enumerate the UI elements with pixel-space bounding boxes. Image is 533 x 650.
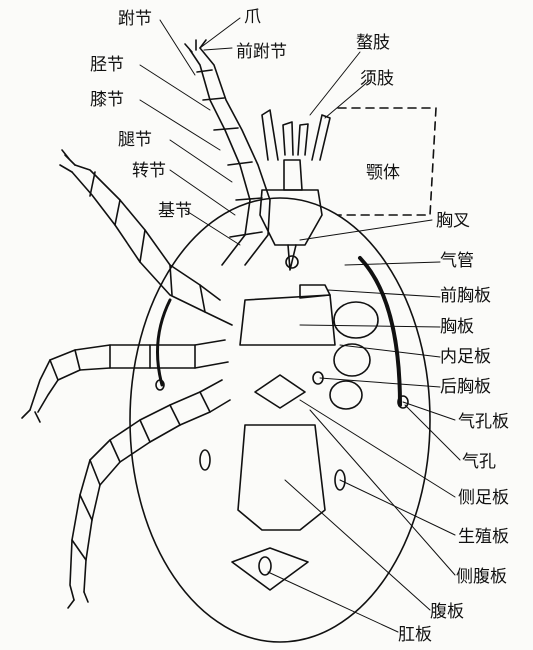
label-peritremal-plate: 气孔板 (458, 412, 509, 432)
label-presternal-plate: 前胸板 (440, 286, 491, 306)
leg-3 (22, 340, 228, 422)
label-chelicera: 螯肢 (356, 33, 390, 53)
label-tibia: 胫节 (90, 55, 124, 75)
label-stigma: 气孔 (462, 452, 496, 472)
label-sternal-plate: 胸板 (440, 317, 474, 337)
label-genital-plate: 生殖板 (458, 527, 509, 547)
label-coxa: 基节 (158, 201, 192, 221)
label-metapodal-plate: 侧腹板 (456, 567, 507, 587)
label-genu: 膝节 (90, 90, 124, 110)
label-pretarsus: 前跗节 (236, 42, 287, 62)
label-gnathosoma: 颚体 (366, 163, 400, 183)
label-parapodal-plate: 侧足板 (458, 488, 509, 508)
leg-4 (68, 380, 230, 608)
labels: 爪 跗节 前跗节 胫节 膝节 腿节 转节 基节 螯肢 须肢 颚体 胸叉 气管 前… (90, 7, 509, 645)
gnathosoma (260, 108, 436, 270)
label-trachea: 气管 (440, 251, 474, 271)
label-ventral-plate: 腹板 (430, 602, 464, 622)
sternal-region (156, 258, 408, 590)
leg-1 (185, 40, 270, 265)
label-tarsus: 跗节 (118, 9, 152, 29)
label-femur: 腿节 (118, 130, 152, 150)
label-metasternal-plate: 后胸板 (440, 377, 491, 397)
label-palp: 须肢 (360, 69, 394, 89)
label-trochanter: 转节 (132, 161, 166, 181)
label-tritosternum: 胸叉 (436, 211, 470, 231)
idiosoma-outline (130, 198, 430, 642)
leader-lines (140, 18, 460, 632)
label-anal-plate: 肛板 (398, 625, 432, 645)
label-claw: 爪 (244, 7, 261, 27)
label-endopodal-plate: 内足板 (440, 347, 491, 367)
